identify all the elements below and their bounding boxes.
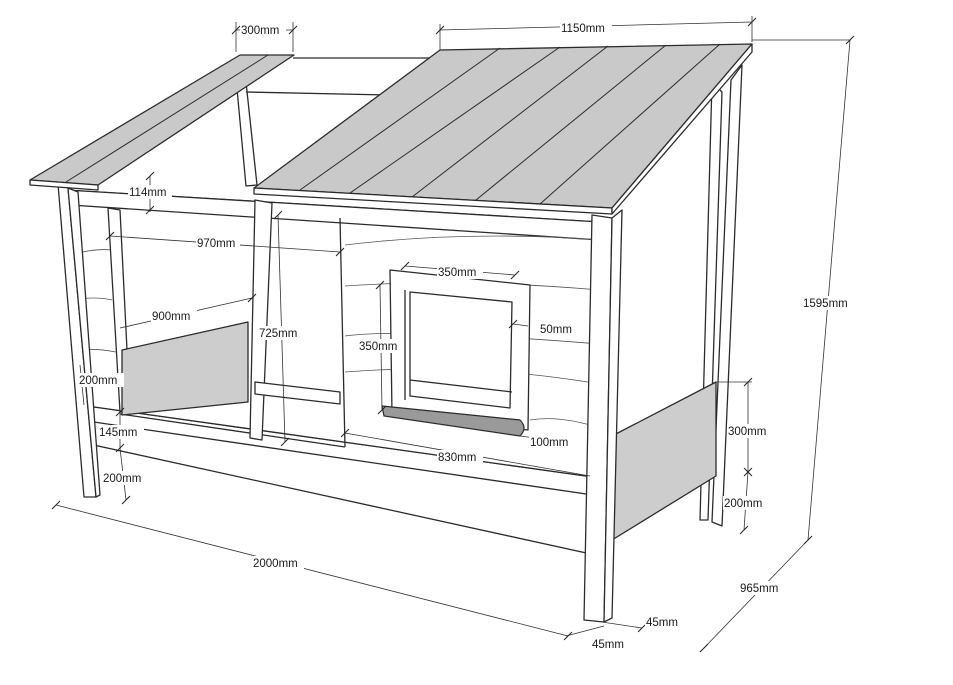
front-left-post-side [67,187,101,498]
label-window-offset: 830mm [438,452,476,464]
label-rail-height: 145mm [99,427,137,439]
label-overhang-roof-width: 300mm [241,25,279,37]
label-top-beam: 114mm [129,187,167,199]
window-opening [409,291,513,409]
front-right-post-side [603,209,623,623]
label-window-frame: 50mm [540,324,572,336]
dimension-labels: 300mm 1150mm 1595mm 114mm 970mm 350mm 50… [78,21,854,651]
label-sill-depth: 100mm [530,437,568,449]
label-roof-length: 1150mm [561,23,605,35]
front-posts [57,183,623,623]
dimension-ticks [51,17,855,653]
label-leg-height-right: 200mm [724,498,762,510]
back-left-post [235,77,258,187]
label-leg-height-left: 200mm [103,473,141,485]
label-side-panel-length: 900mm [152,311,190,323]
left-side-panel [121,321,249,416]
label-wall-height: 725mm [259,328,297,340]
label-post-depth: 45mm [646,617,678,629]
main-roof-top [253,43,753,209]
left-roof [29,54,295,191]
middle-post [249,199,273,441]
middle-rail [254,381,341,405]
label-panel-height-left: 200mm [79,375,117,387]
label-overall-height: 1595mm [803,298,848,310]
label-inner-length: 970mm [197,238,235,250]
label-side-panel-height: 300mm [728,426,766,438]
main-roof [253,43,753,215]
label-post-width: 45mm [592,639,624,651]
label-window-width: 350mm [438,267,476,279]
label-window-height: 350mm [359,341,397,353]
main-roof-side-edge [611,43,753,215]
label-overall-width: 965mm [740,583,778,595]
back-right-post-front [711,64,743,527]
left-roof-edge [29,179,99,191]
label-overall-length: 2000mm [253,558,298,570]
